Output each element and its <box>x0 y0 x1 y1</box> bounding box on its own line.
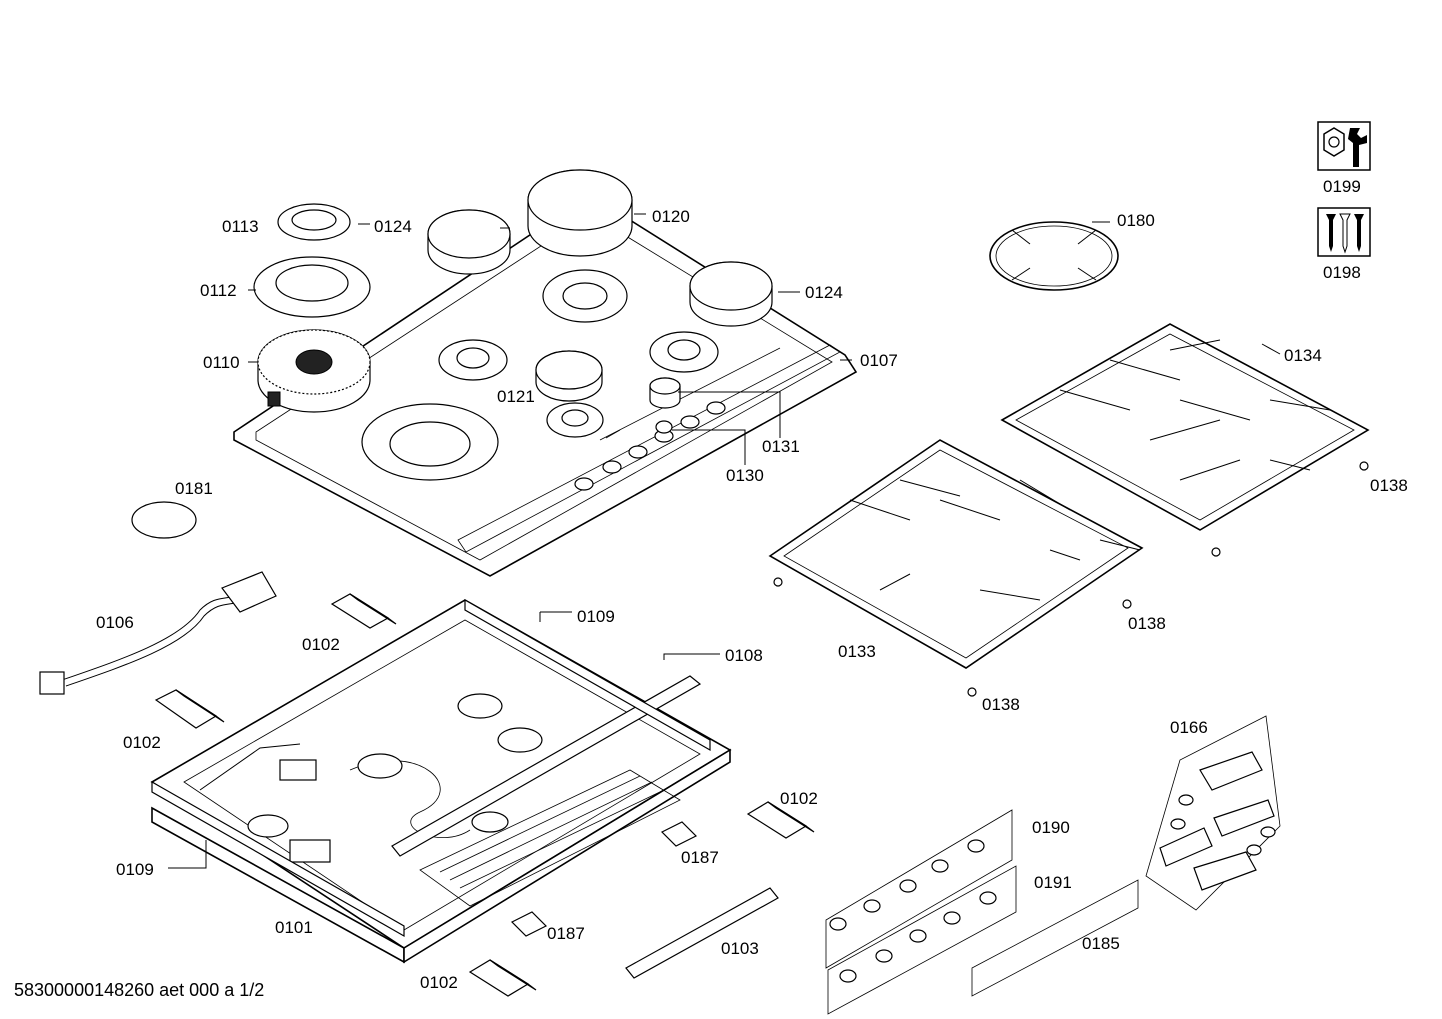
screw-set-0191 <box>827 865 1017 1015</box>
burner-cap-0124-left <box>427 209 511 275</box>
rubber-feet-0138 <box>773 461 1369 697</box>
document-id-footer: 58300000148260 aet 000 a 1/2 <box>14 980 265 1000</box>
rail-0109-top <box>464 598 711 752</box>
label-0121: 0121 <box>497 387 535 406</box>
fixing-kit-0166 <box>1145 715 1281 911</box>
wok-burner-ring-0112 <box>253 256 371 318</box>
label-0110: 0110 <box>203 353 240 372</box>
screw-set-0190 <box>825 809 1013 969</box>
label-0199: 0199 <box>1323 177 1361 196</box>
bracket-0102-d <box>468 959 537 997</box>
label-0185: 0185 <box>1082 934 1120 953</box>
bracket-0102-a <box>330 593 397 629</box>
label-0102-a: 0102 <box>302 635 340 654</box>
pan-support-0180 <box>989 221 1119 291</box>
label-0130: 0130 <box>726 466 764 485</box>
strip-0103 <box>625 887 779 979</box>
screws-icon <box>1317 207 1371 257</box>
label-0133: 0133 <box>838 642 876 661</box>
label-0190: 0190 <box>1032 818 1070 837</box>
label-0108: 0108 <box>725 646 763 665</box>
burner-cap-0124-right <box>689 261 773 327</box>
label-0181: 0181 <box>175 479 213 498</box>
label-0191: 0191 <box>1034 873 1072 892</box>
label-0103: 0103 <box>721 939 759 958</box>
label-0120: 0120 <box>652 207 690 226</box>
bracket-0102-c <box>746 801 815 839</box>
label-0138-b: 0138 <box>1128 614 1166 633</box>
label-0138-a: 0138 <box>1370 476 1408 495</box>
label-0187-a: 0187 <box>681 848 719 867</box>
bracket-0102-b <box>154 689 225 729</box>
label-0198: 0198 <box>1323 263 1361 282</box>
pan-support-0134 <box>1000 323 1370 531</box>
clip-0187-b <box>510 911 548 937</box>
wok-burner-ring-0113 <box>277 203 351 241</box>
cap-0181 <box>131 501 197 539</box>
power-cord-0106 <box>39 571 277 695</box>
label-0112: 0112 <box>200 281 237 300</box>
seal-strip-0185 <box>971 879 1139 997</box>
base-tray-0101 <box>150 599 732 964</box>
label-0109-top: 0109 <box>577 607 615 626</box>
label-0131: 0131 <box>762 437 800 456</box>
label-0109-left: 0109 <box>116 860 154 879</box>
rail-0109-left <box>151 780 405 938</box>
clip-0187-a <box>660 821 698 847</box>
label-0124-left: 0124 <box>374 217 412 236</box>
label-0187-b: 0187 <box>547 924 585 943</box>
control-knob-0131 <box>649 377 681 434</box>
label-0180: 0180 <box>1117 211 1155 230</box>
label-0102-b: 0102 <box>123 733 161 752</box>
label-0102-d: 0102 <box>420 973 458 992</box>
label-0101: 0101 <box>275 918 313 937</box>
spanner-nut-icon <box>1317 121 1371 171</box>
label-0124-right: 0124 <box>805 283 843 302</box>
label-0134: 0134 <box>1284 346 1322 365</box>
wok-burner-base-0110 <box>257 329 371 413</box>
label-0107: 0107 <box>860 351 898 370</box>
label-0106: 0106 <box>96 613 134 632</box>
label-0166: 0166 <box>1170 718 1208 737</box>
leader-lines <box>168 213 1281 869</box>
pan-support-0133 <box>768 439 1144 669</box>
part-labels: 0113 0124 0120 0112 0124 0110 0107 0121 … <box>96 177 1408 992</box>
burner-cap-0120 <box>527 169 633 257</box>
label-0138-c: 0138 <box>982 695 1020 714</box>
rail-0108 <box>391 675 702 857</box>
burner-cap-0121 <box>535 350 603 402</box>
label-0113: 0113 <box>222 217 259 236</box>
label-0102-c: 0102 <box>780 789 818 808</box>
